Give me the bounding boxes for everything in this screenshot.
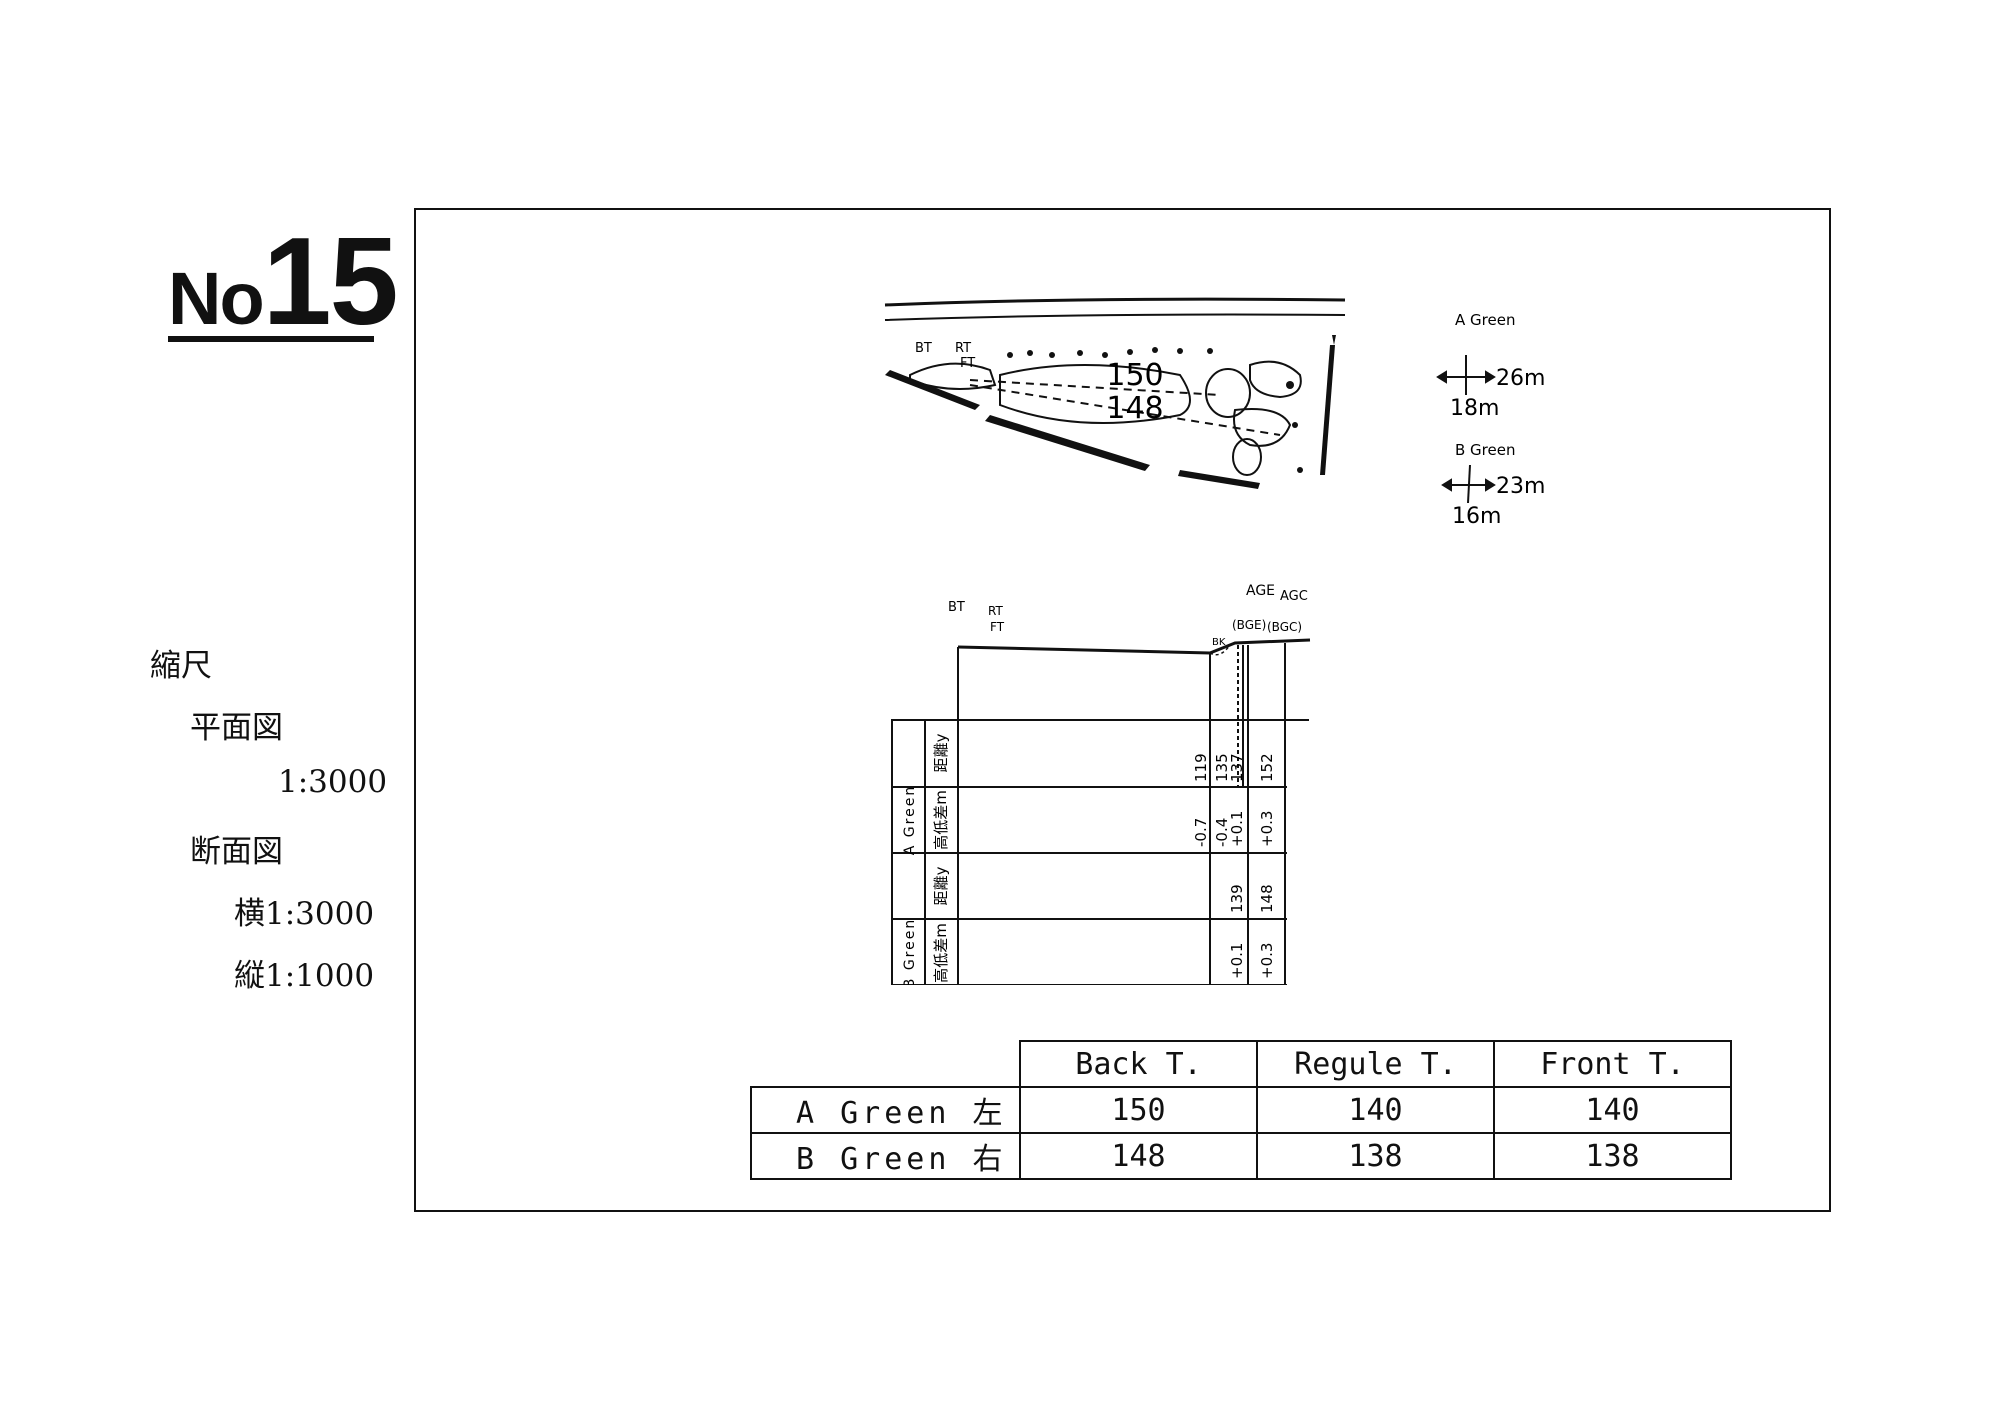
profile-bk: BK	[1212, 637, 1226, 648]
column-back-tee: Back T.	[1019, 1040, 1258, 1088]
profile-b-distance-label: 距離y	[932, 866, 950, 905]
hole-number: 15	[262, 213, 399, 351]
plan-scale-value: 1:3000	[278, 764, 388, 800]
profile-b-height-label: 高低差m	[932, 923, 950, 983]
green-a-depth: 18m	[1450, 396, 1499, 421]
green-a-dimension-icon	[1436, 355, 1496, 395]
plan-scale-label: 平面図	[190, 710, 283, 746]
a-distance-3: 137	[1228, 753, 1246, 782]
plan-distance-a: 150	[1106, 358, 1163, 393]
a-height-1: -0.7	[1192, 818, 1210, 847]
table-row: A Green 左 150 140 140	[750, 1086, 1732, 1134]
green-a-label: A Green	[1455, 311, 1515, 329]
profile-ft: FT	[990, 620, 1005, 634]
table-cell: 148	[1019, 1132, 1258, 1180]
b-height-2: +0.3	[1258, 943, 1276, 979]
column-regular-tee: Regule T.	[1256, 1040, 1495, 1088]
table-cell: 140	[1493, 1086, 1732, 1134]
section-horizontal-scale: 横1:3000	[234, 896, 375, 932]
scale-heading: 縮尺	[150, 648, 212, 684]
plan-tee-rt: RT	[955, 341, 971, 356]
profile-bt: BT	[948, 600, 965, 615]
green-b-depth: 16m	[1452, 504, 1501, 529]
table-cell: 140	[1256, 1086, 1495, 1134]
b-distance-1: 139	[1228, 884, 1246, 913]
a-height-3: +0.1	[1228, 811, 1246, 847]
table-cell: 138	[1493, 1132, 1732, 1180]
table-cell: 138	[1256, 1132, 1495, 1180]
b-distance-2: 148	[1258, 884, 1276, 913]
yardage-table: Back T. Regule T. Front T. A Green 左 150…	[750, 1040, 1732, 1180]
table-cell: 150	[1019, 1086, 1258, 1134]
table-header-row: Back T. Regule T. Front T.	[751, 1040, 1732, 1088]
row-label-a-green: A Green 左	[750, 1086, 1021, 1134]
profile-age: AGE	[1246, 583, 1275, 599]
row-label-b-green: B Green 右	[750, 1132, 1021, 1180]
hole-title: No15	[168, 220, 399, 344]
a-distance-2: 135	[1213, 753, 1231, 782]
plan-distance-b: 148	[1106, 391, 1163, 426]
profile-bge: (BGE)	[1232, 618, 1266, 632]
profile-rt: RT	[988, 604, 1003, 618]
profile-a-distance-label: 距離y	[932, 733, 950, 772]
a-distance-4: 152	[1258, 753, 1276, 782]
green-b-width: 23m	[1496, 474, 1545, 499]
profile-green-b-label: B Green	[902, 918, 918, 985]
column-front-tee: Front T.	[1493, 1040, 1732, 1088]
b-height-1: +0.1	[1228, 943, 1246, 979]
table-row: B Green 右 148 138 138	[750, 1132, 1732, 1180]
a-height-4: +0.3	[1258, 811, 1276, 847]
section-scale-label: 断面図	[190, 834, 283, 870]
title-underline	[168, 336, 374, 342]
hole-plan-sketch: 150 148 BT RT FT A Green 26m 18m B Green…	[884, 297, 1545, 529]
profile-green-a-label: A Green	[902, 785, 918, 855]
green-b-label: B Green	[1455, 441, 1515, 459]
plan-tee-ft: FT	[960, 356, 975, 371]
scale-legend: 縮尺 平面図 1:3000 断面図 横1:3000 縦1:1000	[150, 640, 410, 1020]
profile-agc: AGC	[1280, 589, 1308, 604]
green-a-width: 26m	[1496, 366, 1545, 391]
green-b-dimension-icon	[1441, 464, 1496, 504]
cross-section-profile: BT RT FT BK AGE AGC (BGE) (BGC) A Green …	[891, 583, 1311, 985]
a-height-2: -0.4	[1213, 818, 1231, 847]
drawing-frame	[414, 208, 1831, 1212]
hole-prefix: No	[168, 257, 265, 340]
a-distance-1: 119	[1192, 753, 1210, 782]
plan-tee-bt: BT	[915, 341, 932, 356]
profile-a-height-label: 高低差m	[932, 790, 950, 850]
profile-bgc: (BGC)	[1267, 620, 1302, 634]
section-vertical-scale: 縦1:1000	[234, 958, 375, 994]
